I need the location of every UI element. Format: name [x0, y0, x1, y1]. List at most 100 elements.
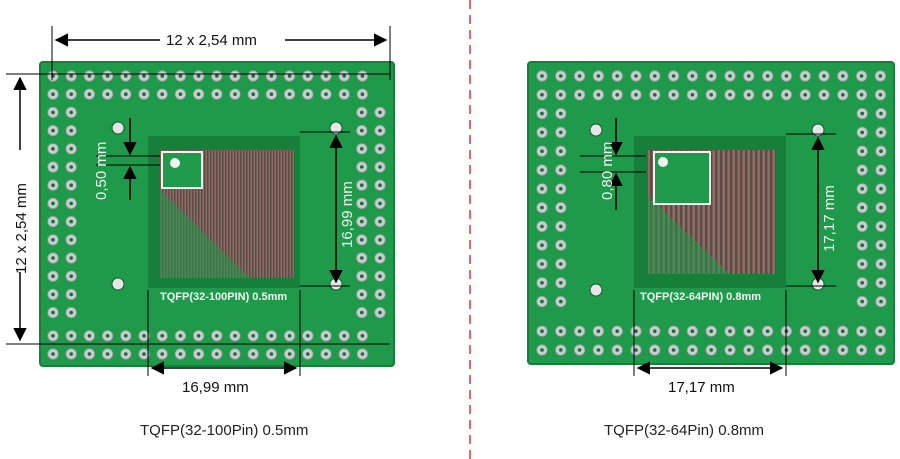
- pin-hole: [287, 352, 292, 356]
- pin-hole: [559, 329, 563, 334]
- pin-hole: [124, 74, 128, 78]
- pin-hole: [378, 110, 382, 115]
- pin-hole: [879, 281, 883, 285]
- pin-hole: [709, 74, 713, 78]
- pin-hole: [51, 92, 55, 96]
- pin-hole: [690, 74, 695, 78]
- pin-hole: [251, 352, 255, 356]
- pin-hole: [51, 292, 55, 297]
- right-hole-tr: [811, 123, 825, 137]
- pin-hole: [360, 310, 364, 315]
- right-pitch-dimension: 0,80 mm: [599, 142, 616, 200]
- pin-hole: [822, 74, 826, 78]
- pin-hole: [841, 93, 845, 97]
- pin-hole: [342, 352, 347, 356]
- pin-hole: [728, 329, 732, 334]
- left-dimensions: 12 x 2,54 mm 12 x 2,54 mm 0,50 mm 16,99 …: [6, 26, 391, 396]
- pin-hole: [324, 352, 328, 356]
- pin-hole: [306, 74, 310, 78]
- pin-hole: [690, 329, 695, 334]
- left-pitch-dimension: 0,50 mm: [93, 142, 110, 200]
- pin-hole: [69, 128, 73, 133]
- pin-hole: [879, 205, 883, 210]
- right-chip-vertical-dimension: 17,17 mm: [821, 185, 838, 252]
- pin-hole: [69, 183, 73, 187]
- pin-hole: [378, 147, 382, 151]
- pin-hole: [822, 93, 826, 97]
- pin-hole: [859, 74, 864, 78]
- pin-hole: [378, 219, 382, 224]
- pin-hole: [342, 92, 347, 96]
- pin-hole: [360, 352, 365, 356]
- pin-hole: [540, 93, 544, 97]
- pin-hole: [269, 74, 274, 78]
- pin-hole: [540, 130, 544, 135]
- pin-hole: [671, 348, 676, 352]
- pin-hole: [540, 243, 544, 247]
- pin-hole: [559, 130, 563, 135]
- pin-hole: [69, 334, 73, 338]
- pin-hole: [378, 183, 382, 187]
- pin-hole: [878, 93, 883, 97]
- pin-hole: [287, 92, 292, 96]
- pin-hole: [540, 329, 544, 334]
- pin-hole: [51, 183, 55, 187]
- pin-hole: [215, 352, 219, 356]
- pin-hole: [360, 292, 364, 297]
- pin-hole: [142, 334, 146, 338]
- right-silk-label: TQFP(32-64PIN) 0.8mm: [640, 291, 761, 303]
- pin-hole: [196, 334, 201, 338]
- pin-hole: [879, 111, 883, 116]
- pin-hole: [879, 224, 883, 229]
- pin-hole: [540, 187, 544, 191]
- pin-hole: [860, 111, 864, 116]
- pin-hole: [559, 187, 563, 191]
- pin-hole: [653, 74, 657, 78]
- pin-hole: [747, 329, 751, 334]
- pin-hole: [69, 238, 73, 242]
- pin-hole: [233, 352, 237, 356]
- pin-hole: [360, 128, 364, 133]
- pin-hole: [378, 310, 382, 315]
- pin-hole: [540, 168, 544, 172]
- pin-hole: [540, 348, 544, 352]
- pin-hole: [859, 93, 864, 97]
- pin-hole: [596, 348, 601, 352]
- pin-hole: [378, 274, 382, 279]
- pin-hole: [709, 329, 713, 334]
- pin-hole: [51, 128, 55, 133]
- pin-hole: [196, 352, 201, 356]
- pin-hole: [360, 147, 364, 151]
- pin-hole: [879, 187, 883, 191]
- pin-hole: [51, 165, 55, 169]
- pin-hole: [577, 348, 582, 352]
- pin-hole: [690, 93, 695, 97]
- pin-hole: [709, 93, 713, 97]
- left-pin-pads: [47, 70, 386, 360]
- pin-hole: [860, 205, 864, 210]
- pin-hole: [51, 238, 55, 242]
- pin-hole: [559, 111, 563, 116]
- pin-hole: [860, 149, 864, 153]
- pin-hole: [178, 352, 183, 356]
- pin-hole: [540, 224, 544, 229]
- pin-hole: [653, 93, 657, 97]
- pin-hole: [879, 130, 883, 135]
- pin-hole: [615, 348, 619, 352]
- pin-hole: [251, 334, 255, 338]
- pin-hole: [215, 92, 219, 96]
- pin-hole: [634, 348, 638, 352]
- pin-hole: [360, 219, 364, 224]
- pin-hole: [860, 262, 864, 266]
- pin-hole: [559, 74, 563, 78]
- pin-hole: [860, 187, 864, 191]
- pin-hole: [559, 281, 563, 285]
- pin-hole: [378, 165, 382, 169]
- pin-hole: [378, 238, 382, 242]
- pin-hole: [251, 92, 255, 96]
- pin-hole: [378, 128, 382, 133]
- pin-hole: [860, 281, 864, 285]
- pin-hole: [540, 111, 544, 116]
- right-hole-bl: [589, 283, 603, 297]
